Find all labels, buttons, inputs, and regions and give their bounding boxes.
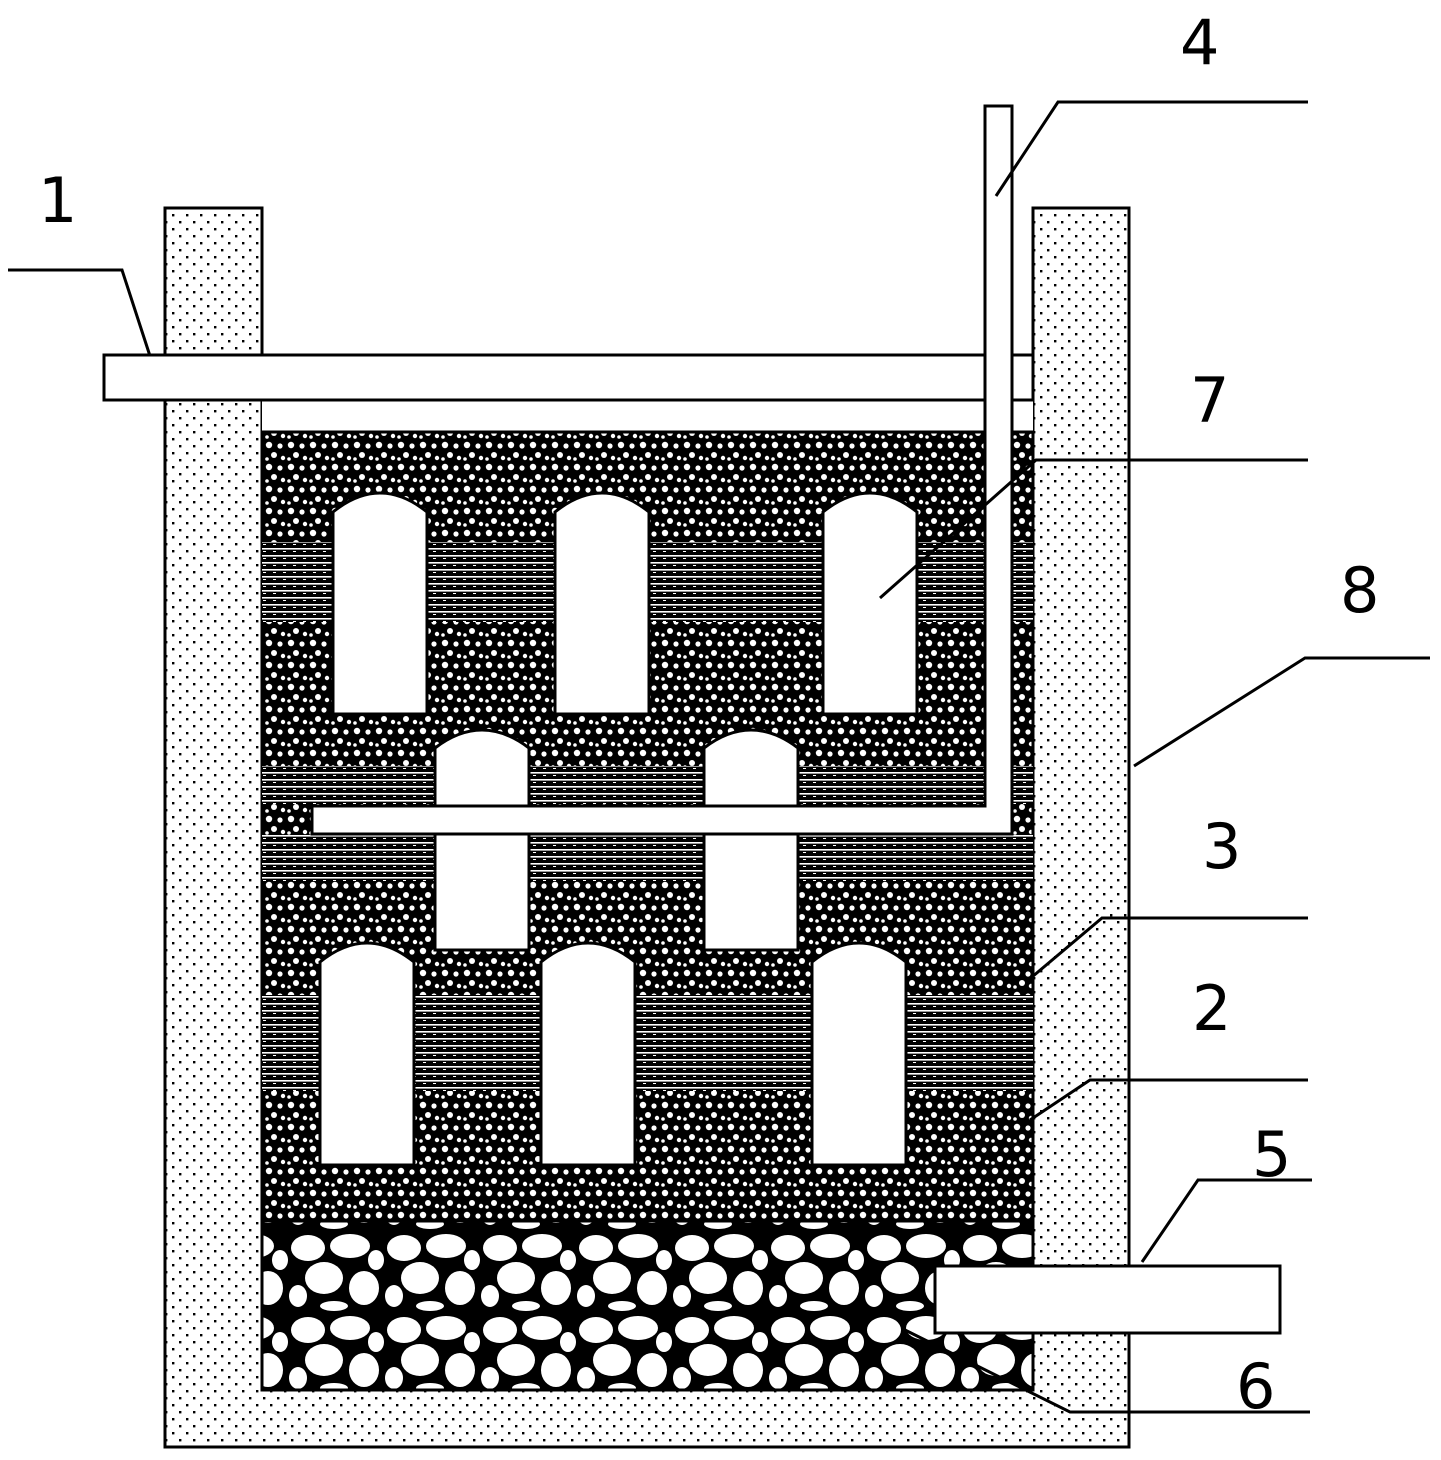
lower-arch-cell: [810, 941, 908, 1167]
label-8: 8: [1340, 554, 1379, 627]
upper-arch-cell: [821, 491, 919, 716]
middle-arch-cell: [433, 728, 531, 952]
cobble-drainage-layer: [260, 1219, 1035, 1392]
label-5: 5: [1252, 1118, 1291, 1191]
lower-arch-cell: [318, 941, 416, 1167]
aeration-pipe: [310, 104, 1014, 836]
label-7: 7: [1190, 364, 1229, 437]
upper-arch-cell: [331, 491, 429, 716]
label-3: 3: [1202, 810, 1241, 883]
media-band: [262, 766, 1033, 804]
middle-arch-cell: [702, 728, 800, 952]
label-2: 2: [1192, 972, 1231, 1045]
outlet-pipe: [933, 1264, 1282, 1335]
leader-lines: [8, 100, 1430, 1414]
lower-arch-cell: [539, 941, 637, 1167]
top-clear-zone: [262, 400, 1033, 432]
label-6: 6: [1236, 1350, 1275, 1423]
upper-arch-cell: [553, 491, 651, 716]
media-band: [262, 835, 1033, 881]
label-1: 1: [38, 164, 77, 237]
inlet-pipe: [102, 353, 1035, 402]
label-4: 4: [1180, 6, 1219, 79]
